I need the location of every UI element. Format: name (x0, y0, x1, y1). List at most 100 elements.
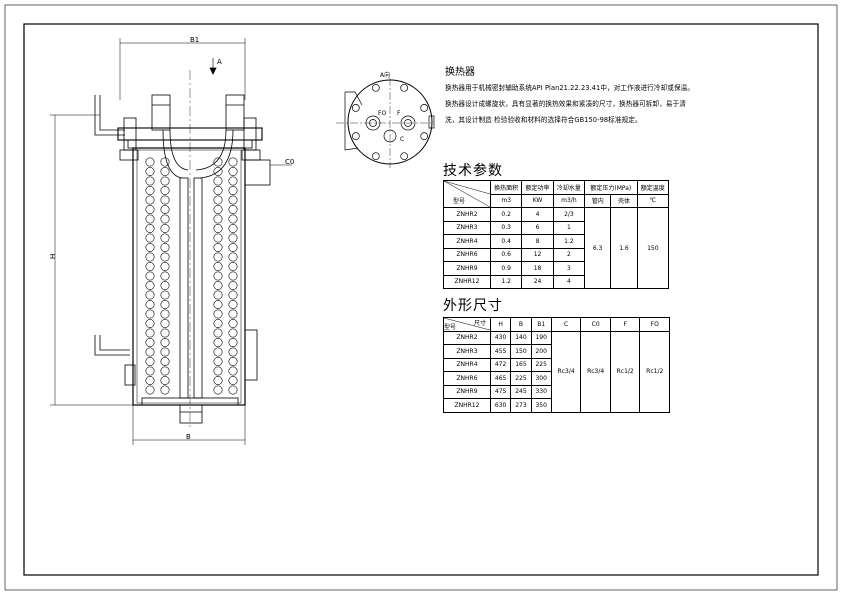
header-co: C0 (580, 317, 611, 332)
cell-model: ZNHR4 (443, 234, 491, 249)
header-b1: B1 (530, 317, 552, 332)
coil-section (228, 233, 238, 243)
cell-h: 475 (489, 384, 512, 399)
coil-section (213, 337, 223, 347)
coil-section (213, 318, 223, 328)
coil-section (213, 347, 223, 357)
flange-bolt (371, 83, 380, 92)
cell-water: 1 (552, 220, 586, 235)
coil-section (213, 252, 223, 262)
coil-section (228, 347, 238, 357)
coil-section (228, 290, 238, 300)
coil-section (213, 214, 223, 224)
coil-section (160, 205, 170, 215)
coil-section (160, 356, 170, 366)
cell-water: 4 (552, 274, 586, 289)
header-pressure: 额定压力(MPa) (584, 180, 638, 195)
cell-area: 0.4 (489, 234, 523, 249)
cell-h: 430 (489, 330, 512, 345)
cell-b: 165 (510, 357, 532, 372)
coil-section (145, 233, 155, 243)
coil-section (160, 243, 170, 253)
cell-b: 225 (510, 371, 532, 386)
coil-section (213, 233, 223, 243)
coil-section (228, 375, 238, 385)
cell-area: 0.2 (489, 207, 523, 222)
header-c: C (550, 317, 582, 332)
coil-section (228, 271, 238, 281)
cell-water: 3 (552, 261, 586, 276)
coil-section (145, 224, 155, 234)
dim-label-h: H (49, 254, 57, 259)
cell-b: 273 (510, 398, 532, 413)
coil-section (160, 280, 170, 290)
flange-bolt (371, 152, 380, 161)
cell-h: 630 (489, 398, 512, 413)
top-view-a (336, 78, 435, 168)
coil-section (160, 318, 170, 328)
model-label: 型号 (452, 197, 465, 205)
coil-section (228, 328, 238, 338)
coil-section (160, 176, 170, 186)
unit-shell: 壳体 (610, 193, 638, 208)
coil-section (228, 385, 238, 395)
coil-section (228, 205, 238, 215)
front-section-view (50, 38, 292, 445)
coil-section (145, 375, 155, 385)
flange-bolt (351, 132, 360, 141)
coil-section (160, 186, 170, 196)
coil-section (228, 243, 238, 253)
coil-section (145, 157, 155, 167)
cell-model: ZNHR9 (443, 261, 491, 276)
cell-h: 465 (489, 371, 512, 386)
header-power: 额定功率 (521, 180, 554, 195)
header-water: 冷却水量 (552, 180, 586, 195)
cell-power: 8 (521, 234, 554, 249)
coil-section (160, 167, 170, 177)
header-model-size: 型号 尺寸 (443, 317, 491, 332)
cell-b: 140 (510, 330, 532, 345)
coil-section (213, 167, 223, 177)
coil-section (228, 318, 238, 328)
coil-section (213, 328, 223, 338)
tech-params-table: 型号 换热面积 额定功率 冷却水量 额定压力(MPa) 额定温度 m3 KW m… (443, 180, 670, 289)
cell-c: Rc3/4 (550, 330, 582, 413)
cell-area: 1.2 (489, 274, 523, 289)
coil-section (160, 347, 170, 357)
cell-area: 0.9 (489, 261, 523, 276)
coil-section (213, 176, 223, 186)
coil-section (145, 176, 155, 186)
coil-section (213, 224, 223, 234)
coil-section (213, 271, 223, 281)
coil-section (145, 261, 155, 271)
coil-section (213, 195, 223, 205)
cell-b1: 225 (530, 357, 552, 372)
coil-section (228, 214, 238, 224)
dim-label-b: B (186, 433, 191, 441)
coil-section (228, 186, 238, 196)
coil-section (160, 299, 170, 309)
dim-label-b1: B1 (190, 36, 199, 44)
cell-power: 24 (521, 274, 554, 289)
coil-section (145, 290, 155, 300)
coil-section (160, 328, 170, 338)
coil-section (228, 366, 238, 376)
coil-section (213, 290, 223, 300)
description-title: 换热器 (445, 67, 475, 78)
coil-section (213, 205, 223, 215)
cell-h: 472 (489, 357, 512, 372)
outer-border (4, 4, 838, 591)
cell-model: ZNHR9 (443, 384, 491, 399)
cell-model: ZNHR3 (443, 220, 491, 235)
header-area: 换热面积 (489, 180, 523, 195)
coil-section (228, 261, 238, 271)
cell-area: 0.6 (489, 247, 523, 262)
